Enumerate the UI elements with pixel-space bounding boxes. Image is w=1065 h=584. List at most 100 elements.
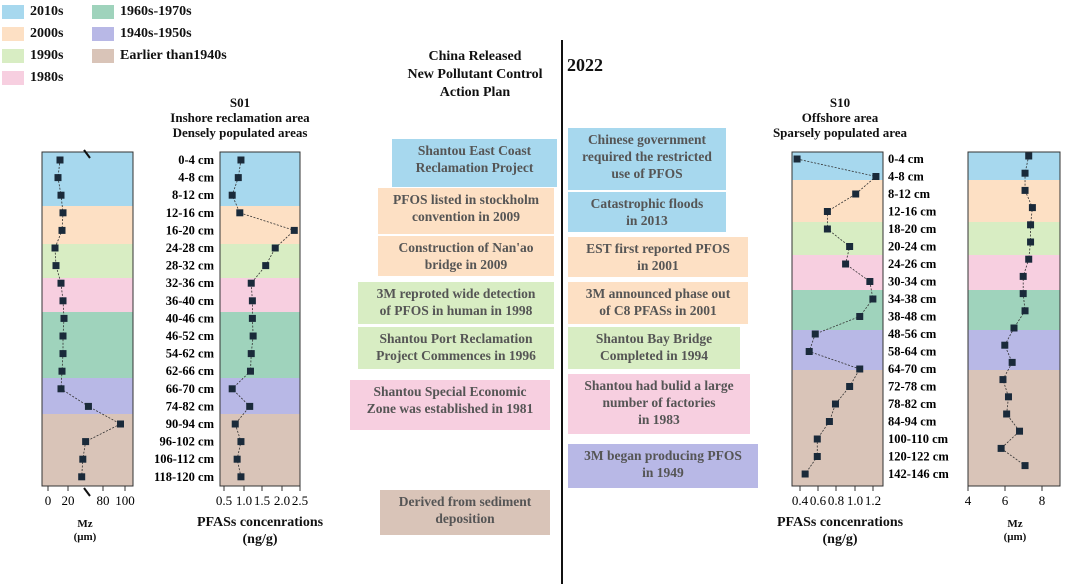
legend-swatch	[2, 71, 24, 85]
event-text-line: convention in 2009	[411, 209, 520, 224]
s10-pfas-point	[805, 348, 813, 355]
s01-depth-label: 12-16 cm	[166, 206, 215, 220]
band-1990s	[42, 244, 133, 278]
event-text-line: of C8 PFASs in 2001	[599, 303, 717, 318]
s01-title: S01	[229, 95, 251, 110]
legend-label: 1960s-1970s	[120, 4, 192, 19]
s10-pfas-point	[856, 365, 864, 373]
event-left-3: 3M reproted wide detection of PFOS in hum…	[358, 282, 554, 324]
event-text-line: 3M announced phase out	[585, 286, 731, 301]
s10-subtitle-2: Sparsely populated area	[772, 125, 908, 140]
s01-depth-label: 90-94 cm	[166, 417, 215, 431]
s10-depth-label: 34-38 cm	[888, 292, 937, 306]
s01-mz-point	[52, 262, 60, 270]
legend-item-0: 2010s	[2, 4, 63, 20]
s10-pfas-xlabel-text: PFASs concenrations	[776, 515, 904, 530]
event-text-line: Shantou Special Economic	[373, 384, 527, 399]
s10-pfas-point	[801, 470, 809, 478]
event-text-line: Chinese government	[587, 132, 707, 147]
s10-pfas-point	[793, 155, 801, 163]
s01-mz-point	[84, 402, 92, 410]
s10-subtitle-1: Offshore area	[801, 110, 879, 125]
s10-mz-xlabel: Mz (μm)	[985, 518, 1045, 544]
s01-pfas-point	[237, 473, 245, 481]
s10-mz-point	[1016, 427, 1024, 435]
s10-header: S10 Offshore area Sparsely populated are…	[755, 95, 925, 140]
s10-mz-point	[1028, 204, 1036, 212]
s01-pfas-point	[228, 385, 236, 393]
s01-mz-point	[57, 279, 65, 287]
s01-pfas-line	[231, 159, 296, 477]
s01-pfas-point	[271, 244, 279, 252]
s10-depth-label: 24-26 cm	[888, 257, 937, 271]
s10-depth-label: 12-16 cm	[888, 205, 937, 219]
legend-item-2: 1990s	[2, 48, 63, 64]
band-1960s1970s	[220, 312, 300, 378]
s10-depth-label: 58-64 cm	[888, 345, 937, 359]
legend-swatch	[92, 49, 114, 63]
legend-label: Earlier than1940s	[120, 48, 227, 63]
s01-pfas-point	[290, 226, 298, 234]
s10-depth-label: 20-24 cm	[888, 240, 937, 254]
event-text-line: bridge in 2009	[424, 257, 508, 272]
s01-mz-point	[79, 455, 87, 463]
s01-depth-label: 106-112 cm	[154, 452, 215, 466]
s01-pfas-point	[262, 262, 270, 270]
timeline-line	[561, 40, 563, 584]
s01-pfas-point	[248, 314, 256, 322]
s10-mz-xlabel-unit: (μm)	[1003, 531, 1027, 543]
axis-break-bottom	[83, 487, 91, 497]
event-text-line: Derived from sediment	[398, 494, 532, 509]
s01-depth-label: 4-8 cm	[178, 171, 214, 185]
s10-pfas-xlabel: PFASs concenrations (ng/g)	[760, 514, 920, 548]
s10-depth-label: 8-12 cm	[888, 187, 931, 201]
s10-pfas-point	[856, 313, 864, 320]
band-2000s	[968, 180, 1060, 222]
legend-swatch	[2, 27, 24, 41]
s10-mz-point	[1019, 272, 1027, 280]
s10-mz-point	[1008, 358, 1016, 366]
top-note-line: China Released	[428, 49, 522, 64]
band-earlier	[42, 414, 133, 486]
band-1940s1950s	[42, 378, 133, 414]
s01-pfas-point	[237, 438, 245, 446]
s01-pfas-xlabel-unit: (ng/g)	[242, 532, 278, 547]
legend-label: 2010s	[30, 4, 64, 19]
s01-pfas-point	[236, 209, 244, 217]
s01-pfas-point	[246, 367, 254, 375]
event-text-line: 3M reproted wide detection	[376, 286, 536, 301]
x-tick-label: 100	[115, 493, 135, 508]
s10-mz-point	[1021, 307, 1029, 315]
event-text-line: number of factories	[602, 395, 716, 410]
s01-header: S01 Inshore reclamation area Densely pop…	[160, 95, 320, 140]
s01-pfas-point	[247, 350, 255, 358]
s01-pfas-point	[233, 455, 241, 463]
s10-depth-label: 64-70 cm	[888, 362, 937, 376]
s01-depth-label: 16-20 cm	[166, 223, 215, 237]
s10-depth-label: 48-56 cm	[888, 327, 937, 341]
band-1990s	[968, 222, 1060, 255]
s01-depth-label: 118-120 cm	[154, 470, 215, 484]
s10-depth-label: 18-20 cm	[888, 222, 937, 236]
band-1990s	[792, 222, 883, 255]
legend-swatch	[92, 5, 114, 19]
band-2000s	[220, 206, 300, 244]
event-left-1: PFOS listed in stockholm convention in 20…	[378, 188, 554, 234]
s10-mz-point	[1025, 255, 1033, 263]
s10-pfas-point	[869, 295, 877, 303]
s10-pfas-point	[842, 260, 850, 268]
s10-pfas-point	[866, 278, 874, 285]
s10-pfas-point	[813, 435, 821, 443]
event-text-line: PFOS listed in stockholm	[393, 192, 539, 207]
band-1990s	[220, 244, 300, 278]
s10-depth-label: 4-8 cm	[888, 170, 924, 184]
s01-pfas-point	[249, 332, 257, 340]
event-text-line: of PFOS in human in 1998	[379, 303, 533, 318]
legend-label: 2000s	[30, 26, 64, 41]
x-tick-label: 8	[1039, 493, 1046, 508]
s10-depth-label: 78-82 cm	[888, 397, 937, 411]
event-text-line: Zone was established in 1981	[366, 401, 534, 416]
band-1960s1970s	[968, 290, 1060, 330]
